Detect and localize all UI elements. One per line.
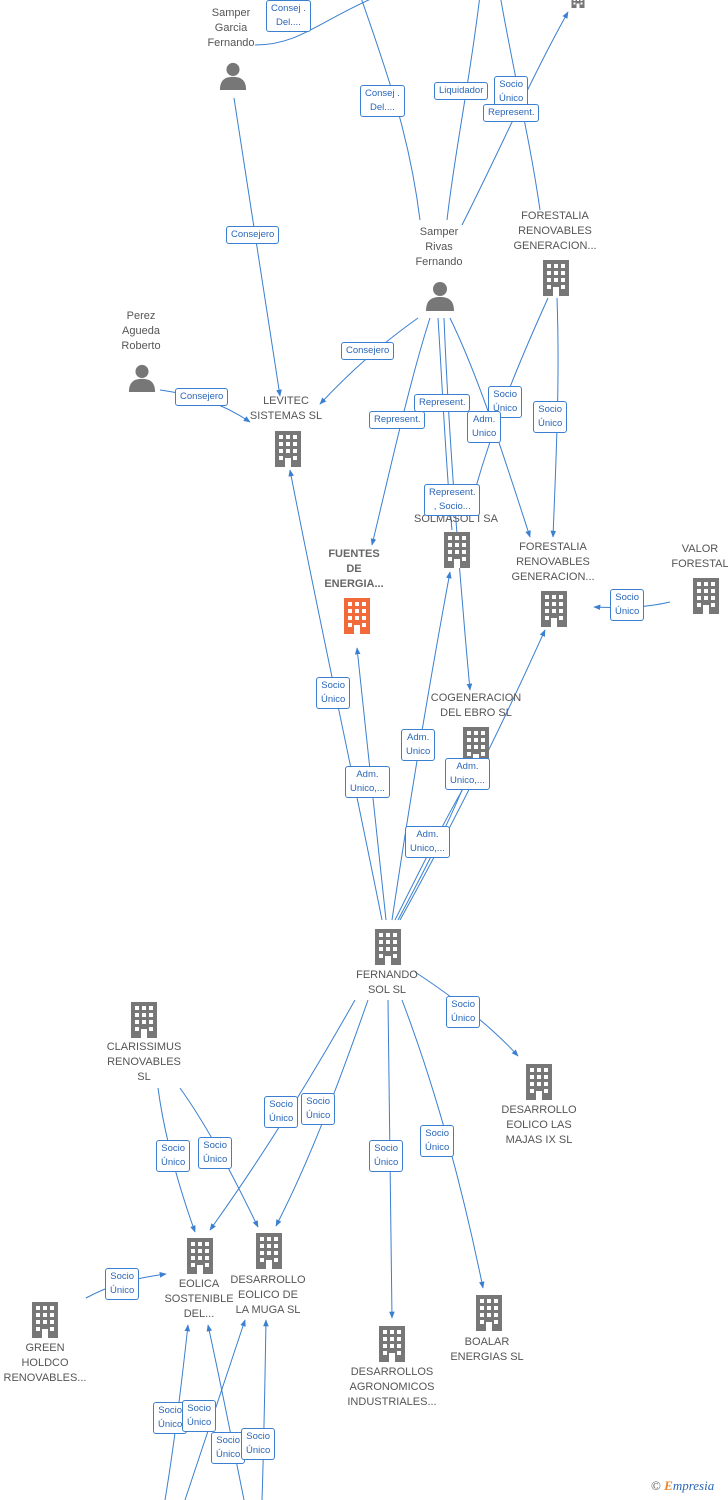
edge-label-el-2[interactable]: Consej . Del.... <box>360 85 405 117</box>
edge-label-el-18[interactable]: Adm. Unico,... <box>345 766 390 798</box>
building-icon-forestalia-1[interactable] <box>543 260 569 296</box>
edge-label-el-21[interactable]: Socio Único <box>446 996 481 1028</box>
edge-label-el-4[interactable]: Socio Único <box>494 76 529 108</box>
node-label-samper-rivas[interactable]: Samper Rivas Fernando <box>415 226 463 268</box>
person-icon-samper-garcia[interactable] <box>219 62 247 90</box>
footer: © Empresia <box>651 1478 714 1494</box>
building-icon-fernando-sol[interactable] <box>375 929 401 965</box>
building-icon-fuentes[interactable] <box>344 598 370 634</box>
edge-label-el-15[interactable]: Socio Único <box>610 589 645 621</box>
edge-label-el-7[interactable]: Consejero <box>341 342 395 360</box>
node-label-clarissimus[interactable]: CLARISSIMUS RENOVABLES SL <box>106 1041 182 1083</box>
brand-rest: mpresia <box>672 1478 715 1493</box>
edge-line-32 <box>206 1324 245 1500</box>
edge-label-el-13[interactable]: Socio Único <box>533 401 568 433</box>
node-label-desarrollo-muga[interactable]: DESARROLLO EOLICO DE LA MUGA SL <box>230 1274 306 1316</box>
edge-line-33 <box>261 1319 269 1500</box>
node-label-fuentes[interactable]: FUENTES DE ENERGIA... <box>324 548 384 590</box>
edge-label-el-25[interactable]: Socio Único <box>301 1093 336 1125</box>
edge-label-el-29[interactable]: Socio Único <box>153 1402 188 1434</box>
edge-label-el-12[interactable]: Adm. Unico <box>467 411 502 443</box>
node-label-fernando-sol[interactable]: FERNANDO SOL SL <box>356 969 418 996</box>
brand-logo[interactable]: Empresia <box>664 1478 714 1493</box>
person-icon-perez-agueda[interactable] <box>128 364 156 392</box>
node-label-cogeneracion[interactable]: COGENERACION DEL EBRO SL <box>430 692 522 719</box>
building-icon-forestalia-2[interactable] <box>541 591 567 627</box>
edge-label-el-20[interactable]: Adm. Unico,... <box>405 826 450 858</box>
node-label-forestalia-2[interactable]: FORESTALIA RENOVABLES GENERACION... <box>511 541 595 583</box>
edge-label-el-27[interactable]: Socio Único <box>420 1125 455 1157</box>
edge-label-el-28[interactable]: Socio Único <box>105 1268 140 1300</box>
edge-label-el-10[interactable]: Represent. <box>414 394 471 412</box>
edge-label-el-19[interactable]: Adm. Unico,... <box>445 758 490 790</box>
edge-line-1 <box>254 0 370 46</box>
node-label-levitec[interactable]: LEVITEC SISTEMAS SL <box>249 395 323 422</box>
edge-label-el-23[interactable]: Socio Único <box>198 1137 233 1169</box>
edge-label-el-16[interactable]: Socio Único <box>316 677 351 709</box>
node-label-desarrollos-agronomicos[interactable]: DESARROLLOS AGRONOMICOS INDUSTRIALES... <box>347 1366 437 1408</box>
building-icon-top-company[interactable] <box>571 0 585 8</box>
edge-line-7 <box>319 317 419 405</box>
edge-label-el-31[interactable]: Socio Único <box>211 1432 246 1464</box>
building-icon-levitec[interactable] <box>275 431 301 467</box>
building-icon-boalar[interactable] <box>476 1295 502 1331</box>
brand-initial: E <box>664 1478 673 1493</box>
edge-label-el-26[interactable]: Socio Único <box>369 1140 404 1172</box>
building-icon-desarrollos-agronomicos[interactable] <box>379 1326 405 1362</box>
building-icon-green-holdco[interactable] <box>32 1302 58 1338</box>
edge-line-3 <box>446 0 480 221</box>
edge-label-el-30[interactable]: Socio Único <box>182 1400 217 1432</box>
building-icon-eolica-sostenible[interactable] <box>187 1238 213 1274</box>
node-label-valor-forestal[interactable]: VALOR FORESTAL <box>671 543 728 570</box>
node-label-boalar[interactable]: BOALAR ENERGIAS SL <box>450 1336 524 1363</box>
edge-label-el-8[interactable]: Consejero <box>175 388 229 406</box>
building-icon-valor-forestal[interactable] <box>693 578 719 614</box>
building-icon-solmasol[interactable] <box>444 532 470 568</box>
edge-label-el-3[interactable]: Liquidador <box>434 82 489 100</box>
edge-line-6 <box>233 97 282 397</box>
building-icon-clarissimus[interactable] <box>131 1002 157 1038</box>
edge-label-el-6[interactable]: Consejero <box>226 226 280 244</box>
node-label-desarrollo-majas[interactable]: DESARROLLO EOLICO LAS MAJAS IX SL <box>501 1104 577 1146</box>
edge-label-el-17[interactable]: Adm. Unico <box>401 729 436 761</box>
node-label-solmasol[interactable]: SOLMASOL I SA <box>414 513 498 525</box>
node-label-samper-garcia[interactable]: Samper Garcia Fernando <box>207 7 255 49</box>
building-icon-desarrollo-majas[interactable] <box>526 1064 552 1100</box>
person-icon-samper-rivas[interactable] <box>426 282 454 311</box>
node-label-eolica-sostenible[interactable]: EOLICA SOSTENIBLE DEL... <box>164 1278 234 1320</box>
edge-label-el-5[interactable]: Represent. <box>483 104 540 122</box>
node-label-forestalia-1[interactable]: FORESTALIA RENOVABLES GENERACION... <box>513 210 597 252</box>
edge-label-el-9[interactable]: Represent. <box>369 411 426 429</box>
edge-label-el-24[interactable]: Socio Único <box>264 1096 299 1128</box>
building-icon-desarrollo-muga[interactable] <box>256 1233 282 1269</box>
node-label-perez-agueda[interactable]: Perez Agueda Roberto <box>121 310 161 352</box>
edge-label-el-14[interactable]: Represent. , Socio... <box>424 484 481 516</box>
edge-label-el-1[interactable]: Consej . Del.... <box>266 0 311 32</box>
edge-label-el-22[interactable]: Socio Único <box>156 1140 191 1172</box>
copyright-symbol: © <box>651 1478 661 1493</box>
edge-label-el-32[interactable]: Socio Único <box>241 1428 276 1460</box>
node-label-green-holdco[interactable]: GREEN HOLDCO RENOVABLES... <box>3 1342 87 1384</box>
